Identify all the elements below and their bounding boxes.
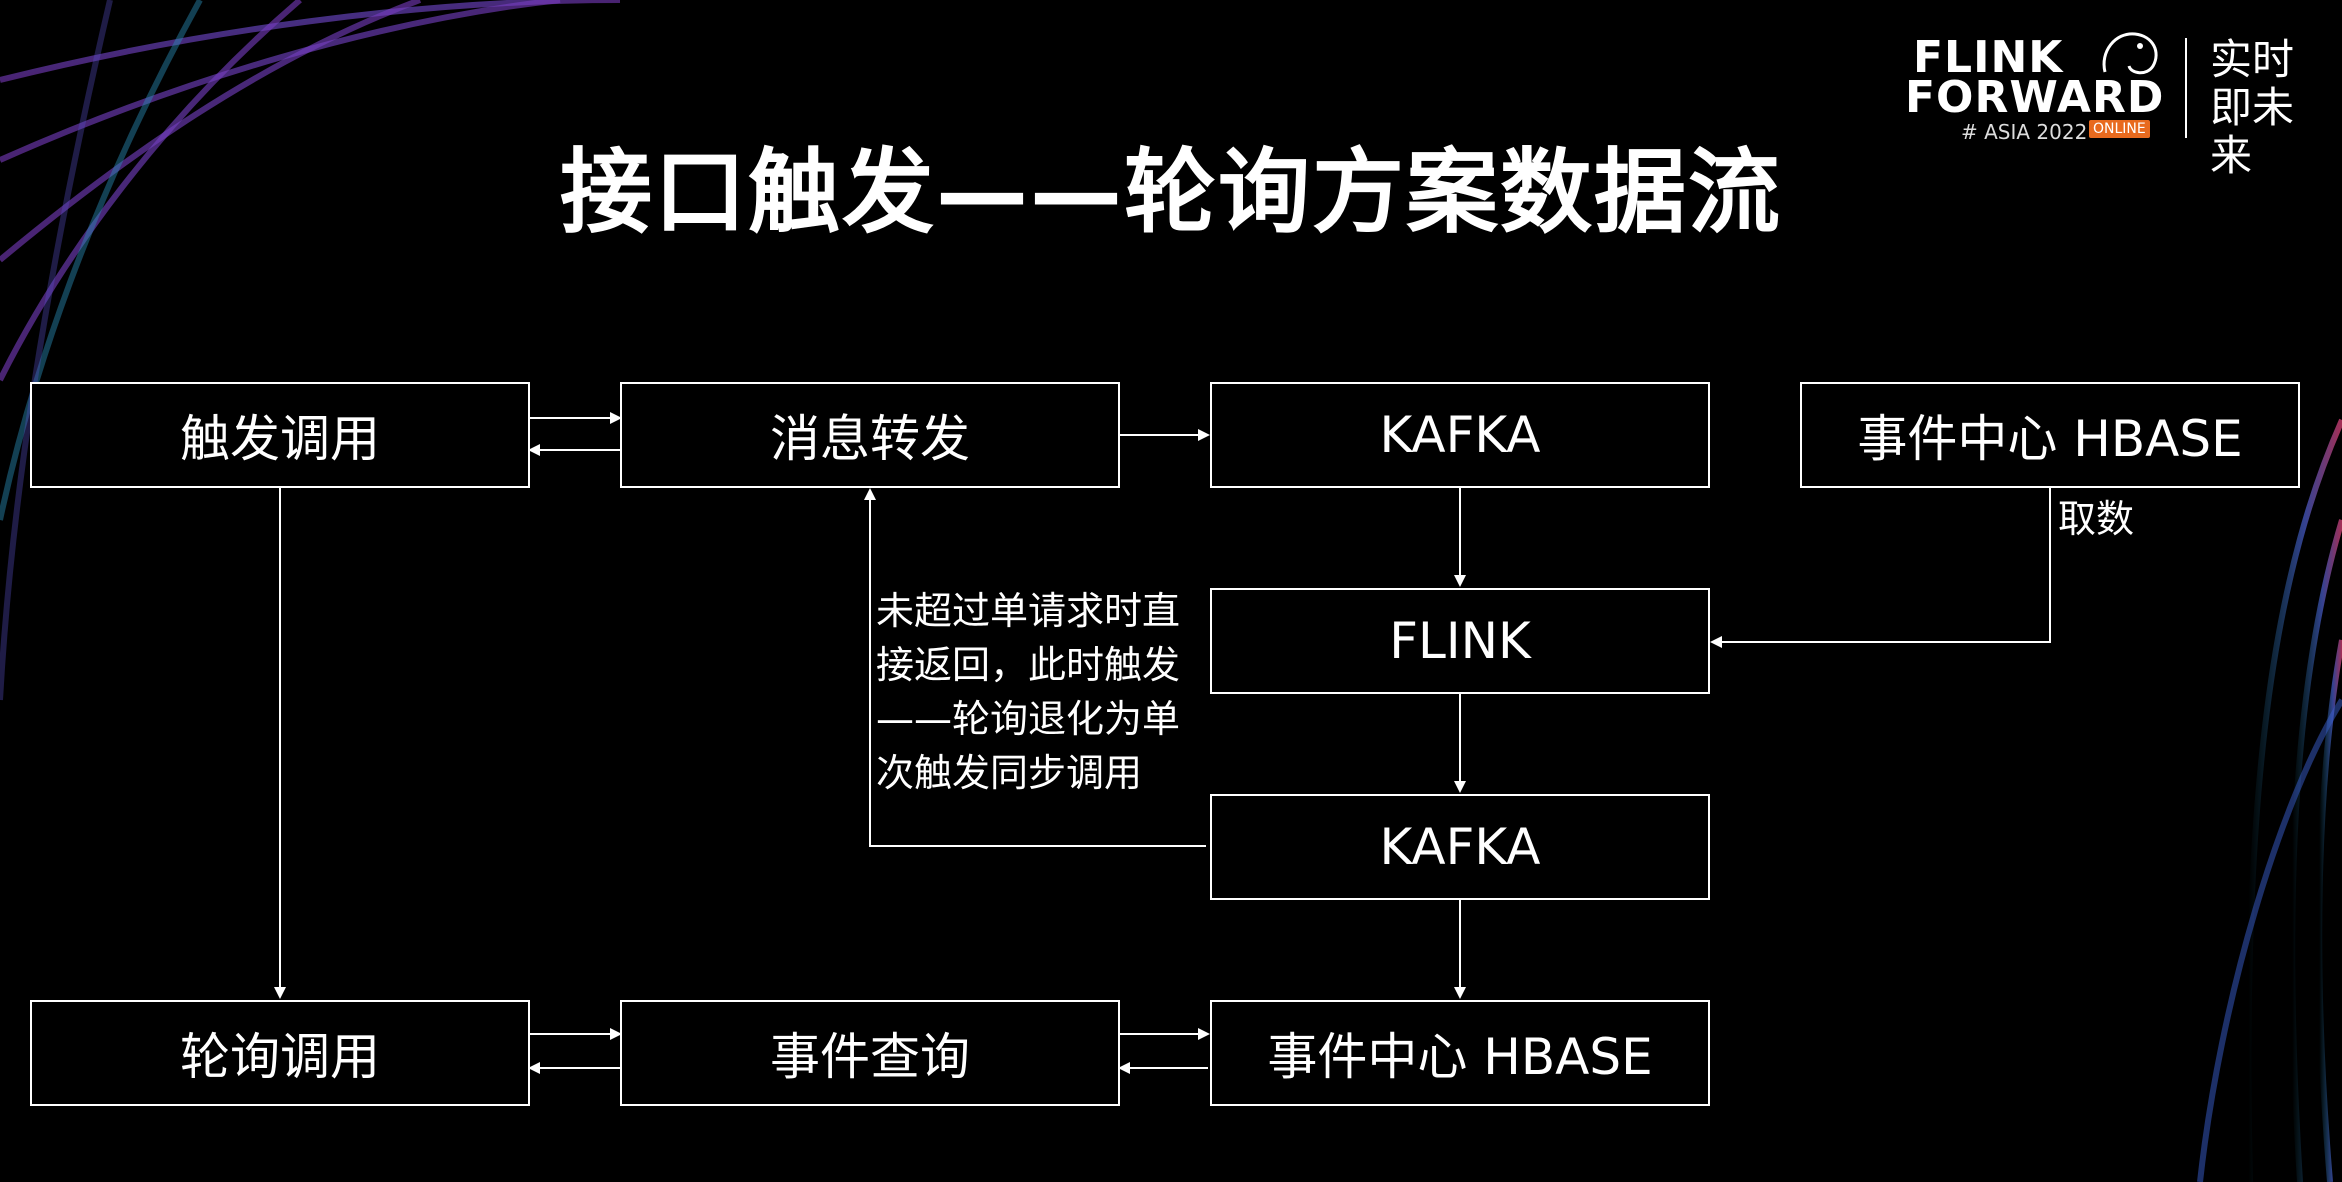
label-fetch: 取数 <box>2058 497 2135 541</box>
note-line-4: 次触发同步调用 <box>876 751 1143 795</box>
logo-subtitle: # ASIA 2022 <box>1961 120 2088 144</box>
node-poll-call: 轮询调用 <box>30 1000 530 1106</box>
flink-forward-logo: FLINK FORWARD # ASIA 2022 ONLINE 实时即未来 <box>1905 28 2325 180</box>
node-kafka-top: KAFKA <box>1210 382 1710 488</box>
squirrel-icon <box>2102 32 2158 75</box>
node-trigger-call: 触发调用 <box>30 382 530 488</box>
node-event-query: 事件查询 <box>620 1000 1120 1106</box>
note-block: 未超过单请求时直 接返回，此时触发 ——轮询退化为单 次触发同步调用 <box>876 584 1206 800</box>
node-message-forward: 消息转发 <box>620 382 1120 488</box>
logo-line1: FLINK <box>1913 32 2064 83</box>
logo-divider <box>2185 38 2187 138</box>
page-title: 接口触发——轮询方案数据流 <box>559 139 1782 246</box>
logo-line2: FORWARD <box>1905 72 2165 123</box>
node-flink: FLINK <box>1210 588 1710 694</box>
note-line-3: ——轮询退化为单 <box>876 697 1181 741</box>
node-kafka-mid: KAFKA <box>1210 794 1710 900</box>
logo-online-badge: ONLINE <box>2089 120 2150 138</box>
logo-slogan: 实时即未来 <box>2210 35 2295 180</box>
arrow-kafka-back-to-forward <box>864 488 1206 847</box>
note-line-2: 接返回，此时触发 <box>876 643 1181 687</box>
node-event-center-top: 事件中心 HBASE <box>1800 382 2300 488</box>
node-event-center-bottom: 事件中心 HBASE <box>1210 1000 1710 1106</box>
arrow-hbase-fetch-to-flink <box>1710 488 2051 648</box>
note-line-1: 未超过单请求时直 <box>876 589 1181 633</box>
